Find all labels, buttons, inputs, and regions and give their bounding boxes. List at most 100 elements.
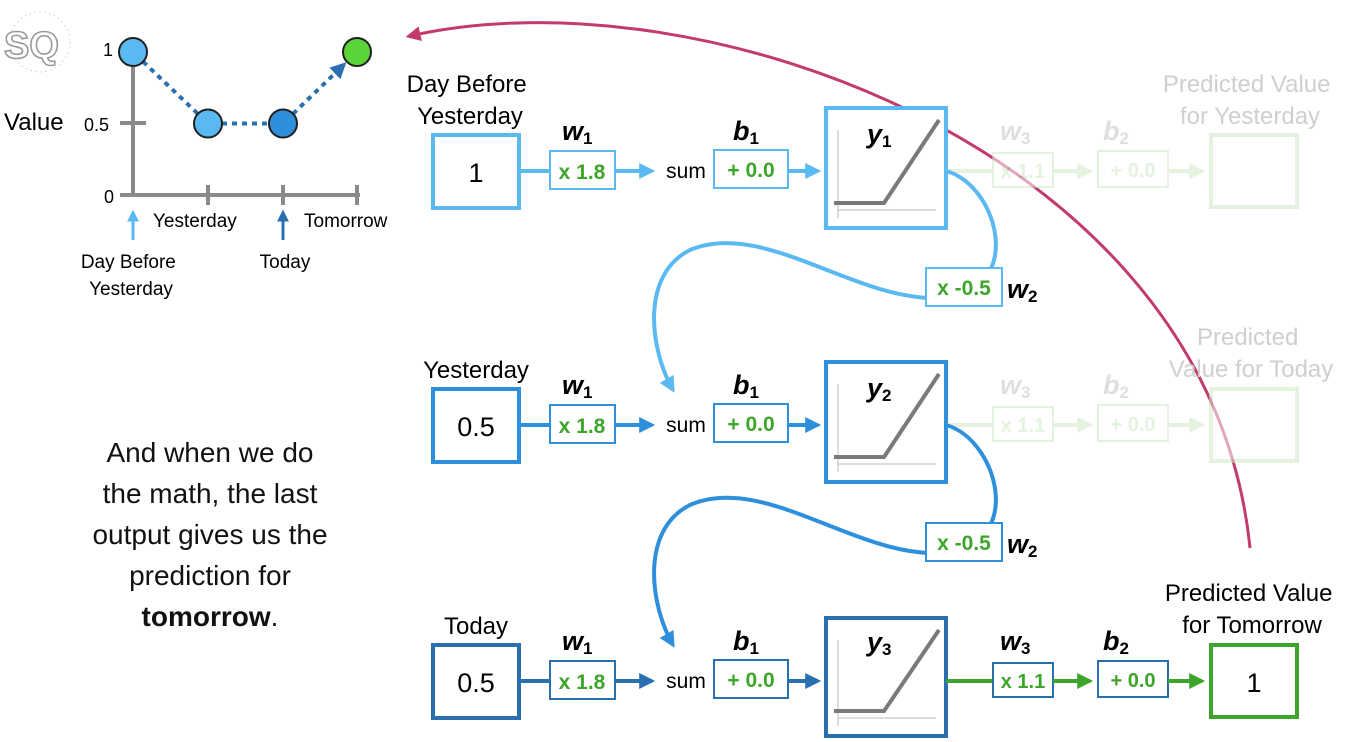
ytick-0: 0 — [104, 187, 114, 207]
row2-b1-label: b1 — [733, 370, 759, 402]
narration-line-4: prediction for — [129, 560, 291, 591]
ytick-0-5: 0.5 — [84, 115, 109, 135]
row2-b2-value: + 0.0 — [1110, 414, 1155, 436]
ytick-1: 1 — [103, 40, 113, 60]
row1-input-box — [431, 133, 521, 210]
row3-b1-label: b1 — [733, 626, 759, 658]
xtick-tomorrow: Tomorrow — [304, 211, 388, 232]
row-today: Today 0.5 w1 x 1.8 sum b1 + 0.0 y3 w3 b2… — [431, 580, 1339, 738]
row3-w3-value: x 1.1 — [1001, 671, 1045, 693]
row1-sum: sum — [666, 160, 706, 183]
row3-b2-value: + 0.0 — [1110, 670, 1155, 692]
row2-output-box — [1209, 387, 1299, 463]
row3-w3-box — [992, 662, 1054, 698]
graph-point — [342, 37, 372, 67]
narration-suffix: . — [270, 601, 279, 632]
row3-b2-label: b2 — [1103, 626, 1129, 658]
row1-b2-value: + 0.0 — [1110, 160, 1155, 182]
row1-activation-box — [824, 106, 948, 230]
graph-segment — [291, 62, 347, 116]
row2-relu-plot — [834, 372, 941, 472]
narration-text: And when we do the math, the last output… — [40, 432, 380, 637]
narration-bold-word: tomorrow — [141, 601, 271, 632]
narration-line-1: And when we do — [106, 437, 314, 468]
row1-b1-box — [713, 149, 789, 189]
row1-b2-label: b2 — [1103, 116, 1129, 148]
row2-w3-label: w3 — [1000, 370, 1030, 402]
row3-output-label: Predicted Value for Tomorrow — [1165, 580, 1339, 639]
row2-b1-value: + 0.0 — [727, 413, 774, 436]
graph-point — [118, 37, 148, 67]
row1-w3-box — [992, 152, 1054, 188]
row2-faded-output-path: w3 b2 x 1.1 + 0.0 — [946, 370, 1299, 463]
value-graph: Value 1 0.5 0 Yesterday Tomorrow Day Bef… — [4, 37, 388, 300]
narration-line-5: tomorrow. — [40, 596, 380, 637]
row2-activation-box — [824, 360, 948, 484]
recurrent-w2-label-1: w2 — [1007, 274, 1037, 306]
row3-w3-label: w3 — [1000, 626, 1030, 658]
row2-w3-value: x 1.1 — [1001, 415, 1045, 437]
narration-line-3: output gives us the — [92, 519, 328, 550]
row3-w1-box — [549, 660, 616, 700]
recurrent-w2-value-2: x -0.5 — [937, 532, 991, 555]
row3-w1-value: x 1.8 — [559, 671, 606, 694]
row3-activation-box — [824, 616, 948, 738]
row3-b2-box — [1097, 660, 1169, 698]
row1-b1-value: + 0.0 — [727, 159, 774, 182]
row2-input-value: 0.5 — [457, 412, 495, 442]
row3-relu-plot — [834, 628, 941, 726]
row1-y-label: y1 — [865, 119, 892, 151]
xtick-yesterday: Yesterday — [153, 211, 237, 232]
row3-b1-value: + 0.0 — [727, 669, 774, 692]
row3-input-label: Today — [444, 613, 508, 640]
row3-input-box — [431, 643, 521, 720]
recurrent-w2-value-1: x -0.5 — [937, 277, 991, 300]
recurrent-arrow-2-to-3 — [652, 423, 998, 648]
row1-w1-label: w1 — [562, 116, 592, 148]
row2-w1-label: w1 — [562, 370, 592, 402]
row1-w1-value: x 1.8 — [559, 161, 606, 184]
row1-b1-label: b1 — [733, 116, 759, 148]
narration-line-2: the math, the last — [102, 478, 318, 509]
logo-text: SQ — [4, 25, 59, 67]
row2-input-label: Yesterday — [423, 357, 529, 384]
graph-point — [268, 108, 298, 139]
row3-w1-label: w1 — [562, 626, 592, 658]
row1-w3-label: w3 — [1000, 116, 1030, 148]
statquest-logo: SQ — [3, 11, 71, 73]
row3-b1-box — [713, 659, 789, 699]
row2-w1-value: x 1.8 — [559, 415, 606, 438]
today-label: Today — [260, 252, 311, 273]
row1-input-label: Day Before Yesterday — [407, 71, 534, 130]
row1-w3-value: x 1.1 — [1001, 161, 1045, 183]
row3-input-value: 0.5 — [457, 668, 495, 698]
row1-output-label: Predicted Value for Yesterday — [1163, 71, 1337, 130]
row2-b2-box — [1097, 404, 1169, 442]
row2-b2-label: b2 — [1103, 370, 1129, 402]
row-day-before-yesterday: Day Before Yesterday 1 w1 x 1.8 sum b1 +… — [407, 71, 1337, 230]
recurrent-w2-box-2 — [925, 522, 1003, 562]
recurrent-arrow-1-to-2 — [652, 169, 998, 393]
row1-output-box — [1209, 133, 1299, 209]
row2-sum: sum — [666, 414, 706, 437]
row2-output-label: Predicted Value for Today — [1169, 324, 1334, 383]
row3-sum: sum — [666, 670, 706, 693]
row1-b2-box — [1097, 150, 1169, 188]
row3-y-label: y3 — [865, 627, 892, 659]
row1-relu-plot — [834, 118, 941, 218]
graph-point — [193, 108, 223, 139]
row2-y-label: y2 — [865, 373, 892, 405]
graph-series — [118, 37, 372, 139]
row1-faded-output-path: w3 b2 x 1.1 + 0.0 — [946, 116, 1299, 209]
row1-input-value: 1 — [468, 158, 483, 188]
row3-output-box — [1209, 643, 1299, 719]
row3-output-value: 1 — [1246, 668, 1261, 698]
graph-segment — [141, 60, 200, 116]
recurrent-w2-box-1 — [925, 267, 1003, 307]
row2-input-box — [431, 387, 521, 464]
recurrent-w2-label-2: w2 — [1007, 529, 1037, 561]
row-yesterday: Yesterday 0.5 w1 x 1.8 sum b1 + 0.0 y2 w… — [423, 324, 1334, 484]
day-before-label: Day Before Yesterday — [81, 252, 181, 300]
row1-w1-box — [549, 150, 616, 190]
